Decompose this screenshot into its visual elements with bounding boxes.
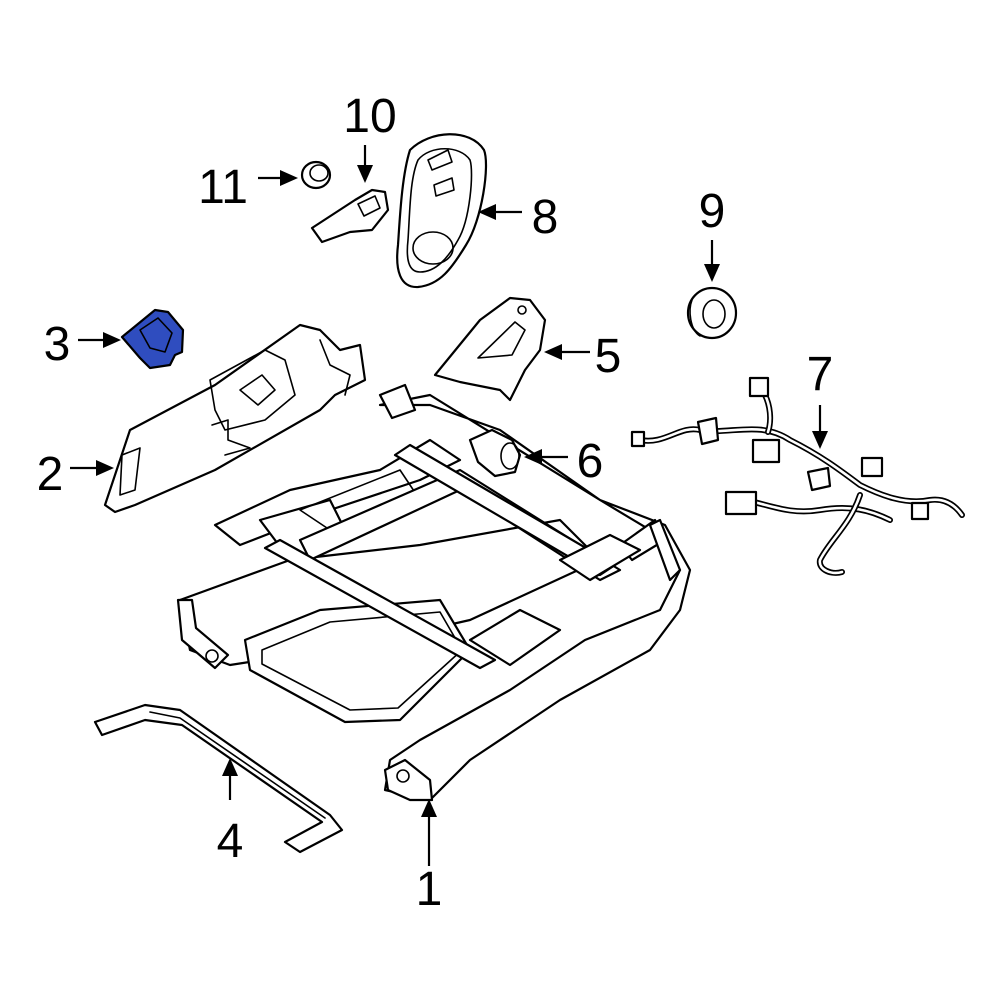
arrowhead-10-icon [357,165,373,183]
arrowhead-8-icon [478,204,496,220]
arrowhead-5-icon [544,344,562,360]
part-9-grommet [686,286,738,340]
part-3-shape [120,308,185,370]
arrowhead-6-icon [524,449,542,465]
arrowhead-3-icon [103,332,121,348]
callout-3: 3 [44,318,71,371]
part-1-seat-frame [176,383,692,802]
part-7-wiring-harness [630,376,965,576]
part-3-cover-highlighted [120,308,185,370]
part-8-recliner-cover [396,133,488,289]
callout-11: 11 [198,161,248,214]
part-10-handle [310,188,390,244]
callout-4: 4 [217,815,244,868]
part-6-clip [468,428,522,478]
arrowhead-7-icon [812,431,828,449]
callout-10: 10 [343,90,396,143]
callout-8: 8 [532,191,559,244]
part-11-cap [300,160,332,190]
callout-5: 5 [595,330,622,383]
arrowhead-2-icon [96,460,114,476]
callout-1: 1 [416,863,443,916]
callout-9: 9 [699,185,726,238]
part-2-side-shield [103,323,367,514]
arrowhead-9-icon [704,264,720,282]
part-5-bracket [433,296,547,402]
arrowhead-1-icon [421,799,437,817]
arrowhead-4-icon [222,758,238,776]
callout-7: 7 [807,348,834,401]
callout-2: 2 [37,448,64,501]
arrowhead-11-icon [280,170,298,186]
part-4-strap [93,703,344,854]
callout-6: 6 [577,435,604,488]
